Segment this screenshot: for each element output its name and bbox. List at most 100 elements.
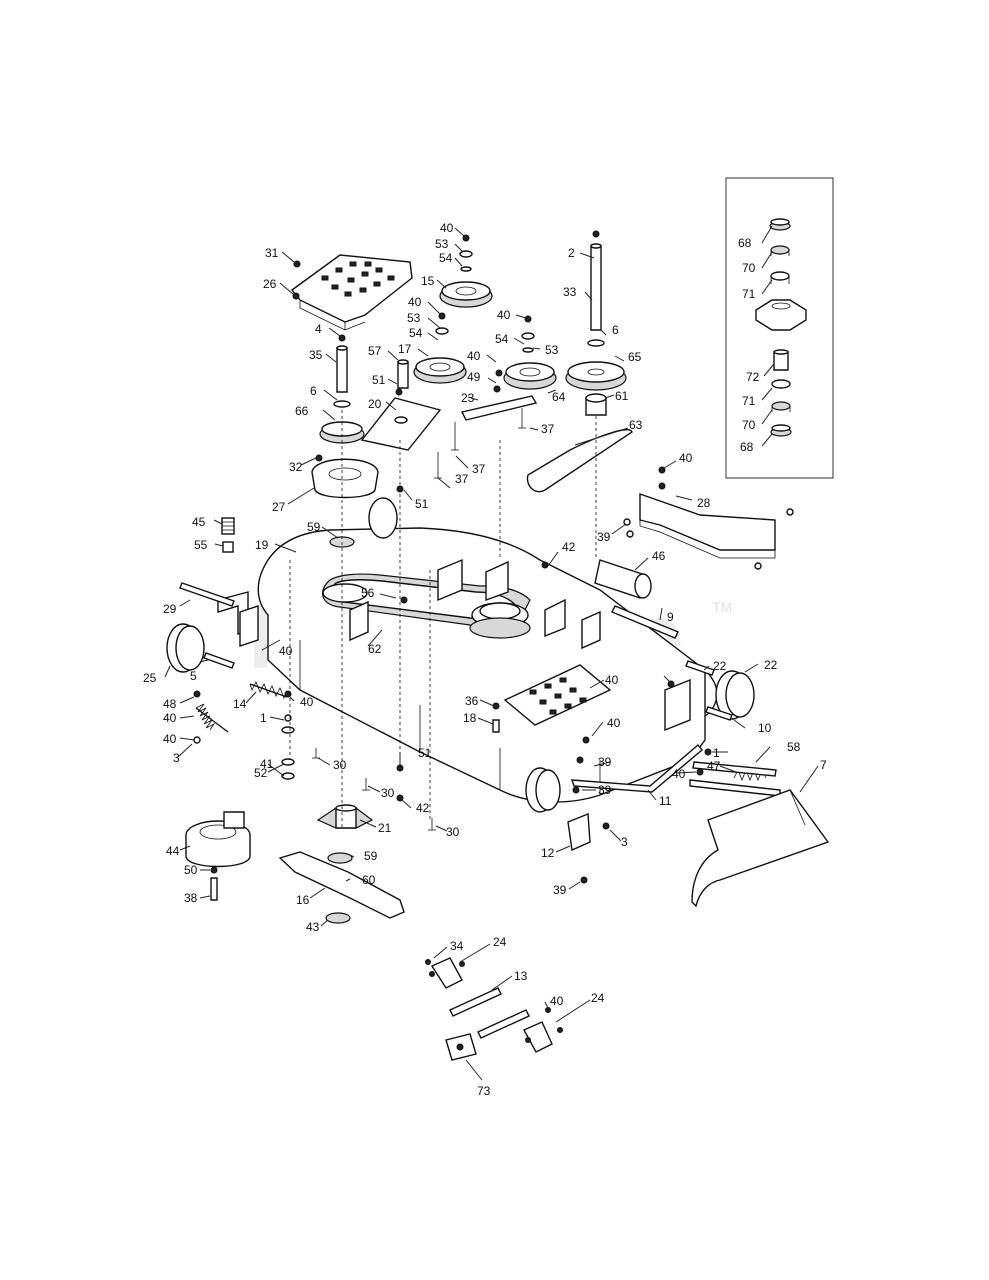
idler-pulley-15	[439, 234, 493, 308]
part-label: 48	[163, 697, 177, 711]
roller-46	[594, 559, 652, 599]
part-label: 72	[746, 370, 760, 384]
bolt-37b	[434, 452, 442, 479]
part-label: 52	[254, 766, 268, 780]
blade-16	[278, 851, 405, 919]
part-label: 21	[378, 821, 392, 835]
spindle-shaft-33	[565, 230, 627, 416]
part-label: 35	[309, 348, 323, 362]
part-label: 6	[612, 323, 619, 337]
part-label: 51	[418, 746, 432, 760]
bolt-37a	[451, 422, 459, 451]
part-label: 49	[467, 370, 481, 384]
part-label: 40	[607, 716, 621, 730]
idler-pulley-17	[413, 312, 467, 384]
rod-9	[611, 605, 679, 639]
part-label: 1	[713, 746, 720, 760]
spring-48	[195, 703, 229, 733]
belt-cover-left	[290, 254, 413, 331]
part-label: 40	[163, 711, 177, 725]
part-label: 47	[707, 759, 721, 773]
part-label: 10	[758, 721, 772, 735]
part-label: 28	[697, 496, 711, 510]
part-label: 56	[361, 586, 375, 600]
part-label: 39	[597, 530, 611, 544]
part-label: 24	[591, 991, 605, 1005]
part-label: 33	[563, 285, 577, 299]
part-label: 27	[272, 500, 286, 514]
part-label: 42	[416, 801, 430, 815]
part-label: 18	[463, 711, 477, 725]
part-label: 45	[192, 515, 206, 529]
part-label: 30	[333, 758, 347, 772]
part-label: 43	[306, 920, 320, 934]
belt-63	[526, 429, 633, 493]
part-label: 55	[194, 538, 208, 552]
part-label: 3	[173, 751, 180, 765]
part-label: 16	[296, 893, 310, 907]
nut-43	[325, 912, 351, 924]
clutch-44	[185, 811, 251, 901]
pin-5-right	[685, 660, 715, 676]
part-label: 51	[372, 373, 386, 387]
spindle-shaft-35	[319, 334, 365, 444]
spring-14	[249, 681, 288, 700]
part-label: 53	[407, 311, 421, 325]
part-label: 22	[764, 658, 778, 672]
discharge-chute-7	[691, 789, 830, 908]
part-label: 11	[659, 794, 672, 808]
part-label: 60	[362, 873, 376, 887]
part-label: 40	[408, 295, 422, 309]
part-label: 23	[461, 391, 475, 405]
part-label: 26	[263, 277, 277, 291]
part-label: 68	[740, 440, 754, 454]
part-label: 54	[495, 332, 509, 346]
part-label: 5	[190, 669, 197, 683]
bracket-28	[623, 466, 794, 570]
leader-lines	[164, 225, 819, 1081]
pin-10	[705, 706, 733, 721]
part-label: 38	[184, 891, 198, 905]
part-label: 34	[450, 939, 464, 953]
bolt-30b	[362, 778, 370, 791]
part-label: 40	[550, 994, 564, 1008]
part-label: 40	[279, 644, 293, 658]
part-label: 66	[295, 404, 309, 418]
spring-45	[221, 517, 235, 553]
part-label: 71	[742, 394, 756, 408]
part-label: 65	[628, 350, 642, 364]
inset-spindle	[755, 218, 807, 437]
part-label: 30	[381, 786, 395, 800]
part-label: 9	[667, 610, 674, 624]
linkage-assembly	[425, 957, 563, 1061]
mower-deck	[166, 497, 755, 813]
bracket-12	[567, 812, 591, 852]
part-label: 7	[820, 758, 827, 772]
part-label: 20	[368, 397, 382, 411]
idler-arm-23	[460, 369, 538, 429]
part-label: 70	[742, 261, 756, 275]
part-label: 37	[541, 422, 555, 436]
rod-11	[571, 743, 703, 793]
part-label: 37	[455, 472, 469, 486]
part-label: 50	[184, 863, 198, 877]
part-label: 39	[598, 783, 612, 797]
part-label: 3	[621, 835, 628, 849]
part-label: 39	[598, 755, 612, 769]
part-label: 68	[738, 236, 752, 250]
part-label: 64	[552, 390, 566, 404]
part-label: 63	[629, 418, 643, 432]
bolt-30a	[312, 748, 320, 759]
bolt-29	[179, 582, 235, 607]
part-label: 25	[143, 671, 157, 685]
part-label: 59	[364, 849, 378, 863]
part-label: 40	[605, 673, 619, 687]
part-label: 31	[265, 246, 279, 260]
part-label: 71	[742, 287, 756, 301]
part-label: 17	[398, 342, 412, 356]
pin-5-left	[203, 652, 235, 669]
part-label: 1	[260, 711, 267, 725]
part-label: 42	[562, 540, 576, 554]
